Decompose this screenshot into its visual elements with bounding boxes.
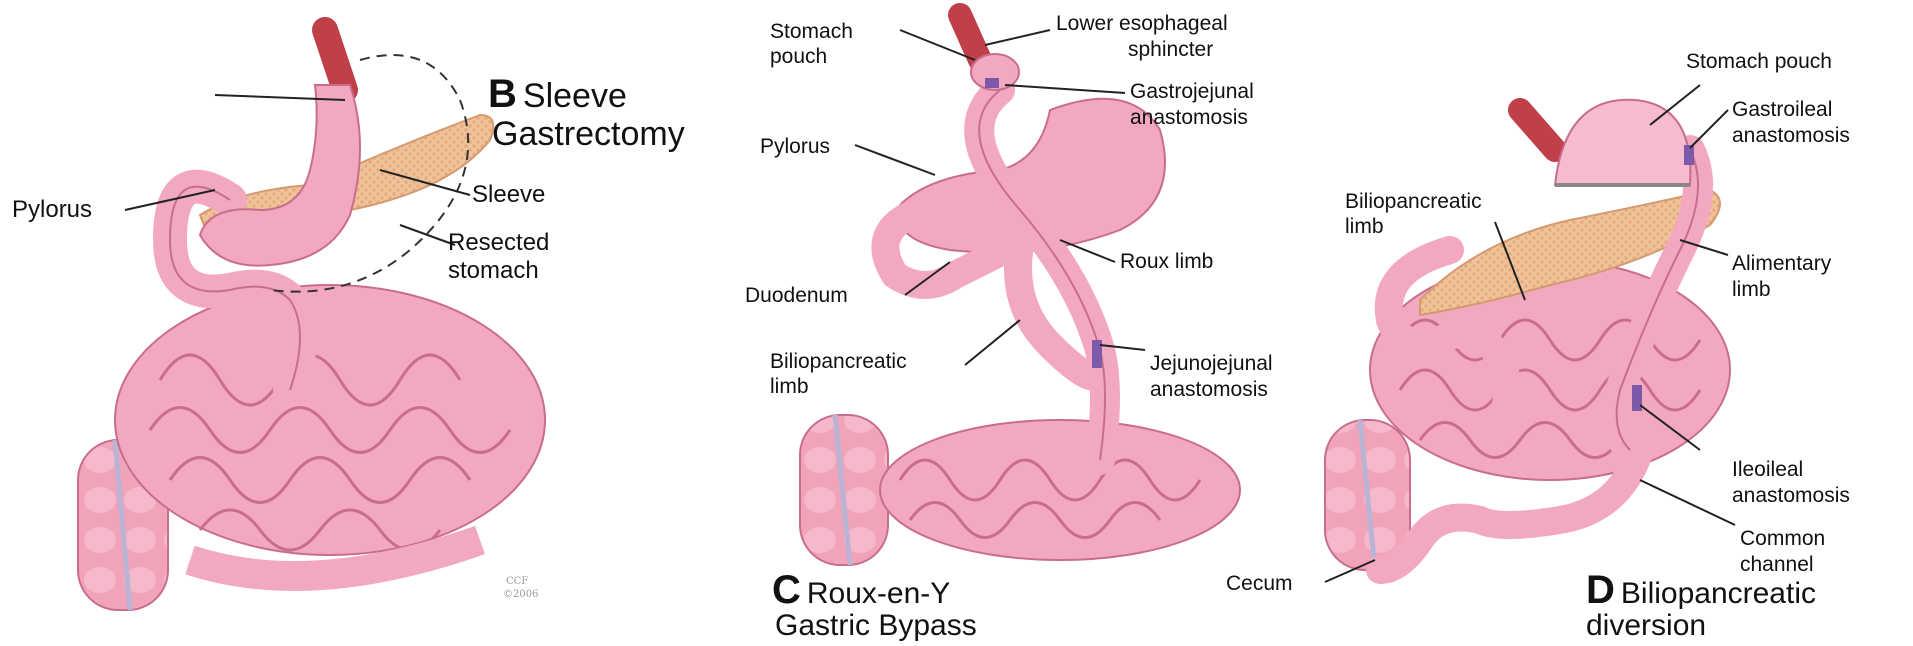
panel-c-title-line2: Gastric Bypass bbox=[775, 608, 977, 644]
label-les-line2: sphincter bbox=[1128, 38, 1213, 61]
label-jj-line2: anastomosis bbox=[1150, 378, 1268, 401]
label-bp-c-line1: Biliopancreatic bbox=[770, 350, 907, 373]
label-bp-d-line1: Biliopancreatic bbox=[1345, 190, 1482, 213]
copyright-line2: ©2006 bbox=[503, 590, 538, 600]
label-gi-line1: Gastroileal bbox=[1732, 98, 1832, 121]
label-resected-line2: stomach bbox=[448, 258, 539, 284]
label-duodenum: Duodenum bbox=[745, 284, 848, 307]
label-ii-line1: Ileoileal bbox=[1732, 458, 1803, 481]
label-al-line1: Alimentary bbox=[1732, 252, 1831, 275]
copyright-line1: CCF bbox=[506, 577, 528, 587]
panel-c-letter: C bbox=[772, 568, 801, 612]
esophagus-d bbox=[1520, 110, 1555, 150]
gastrojejunal-anastomosis-marker bbox=[985, 78, 999, 88]
label-les-line1: Lower esophageal bbox=[1056, 12, 1228, 35]
label-cc-line1: Common bbox=[1740, 527, 1825, 550]
label-stomach-pouch-c-line2: pouch bbox=[770, 45, 827, 68]
label-roux-limb: Roux limb bbox=[1120, 250, 1213, 273]
panel-c-title-line1: Roux-en-Y bbox=[807, 577, 950, 610]
label-stomach-pouch-c-line1: Stomach bbox=[770, 20, 853, 43]
panel-b-sleeve-gastrectomy bbox=[78, 30, 545, 610]
panel-b-letter: B bbox=[488, 72, 517, 116]
sleeve-stomach bbox=[200, 85, 360, 266]
ileoileal-anastomosis-marker bbox=[1632, 385, 1642, 411]
label-gi-line2: anastomosis bbox=[1732, 124, 1850, 147]
label-gj-line2: anastomosis bbox=[1130, 106, 1248, 129]
small-bowel-b bbox=[115, 285, 545, 576]
label-cecum: Cecum bbox=[1226, 572, 1293, 595]
label-bp-c-line2: limb bbox=[770, 375, 809, 398]
label-ii-line2: anastomosis bbox=[1732, 484, 1850, 507]
label-jj-line1: Jejunojejunal bbox=[1150, 352, 1273, 375]
label-resected-line1: Resected bbox=[448, 230, 549, 256]
panel-d-letter: D bbox=[1586, 568, 1615, 612]
esophagus-c bbox=[960, 15, 980, 60]
small-bowel-c bbox=[880, 420, 1240, 560]
panel-b-title-line2: Gastrectomy bbox=[492, 116, 685, 152]
label-pylorus-b: Pylorus bbox=[12, 197, 92, 223]
label-al-line2: limb bbox=[1732, 278, 1771, 301]
gastroileal-anastomosis-marker bbox=[1684, 145, 1694, 165]
panel-d-biliopancreatic-diversion bbox=[1325, 85, 1735, 582]
colon-c bbox=[800, 415, 888, 565]
label-gj-line1: Gastrojejunal bbox=[1130, 80, 1254, 103]
panel-d-title-line1: Biliopancreatic bbox=[1621, 577, 1816, 610]
label-sleeve: Sleeve bbox=[472, 182, 545, 208]
label-pylorus-c: Pylorus bbox=[760, 135, 830, 158]
label-bp-d-line2: limb bbox=[1345, 215, 1384, 238]
stomach-pouch-d bbox=[1555, 100, 1690, 185]
esophagus-b bbox=[325, 30, 345, 90]
panel-b-title-line1: Sleeve bbox=[523, 77, 627, 115]
panel-d-title-line2: diversion bbox=[1586, 608, 1706, 644]
label-stomach-pouch-d: Stomach pouch bbox=[1686, 50, 1832, 73]
